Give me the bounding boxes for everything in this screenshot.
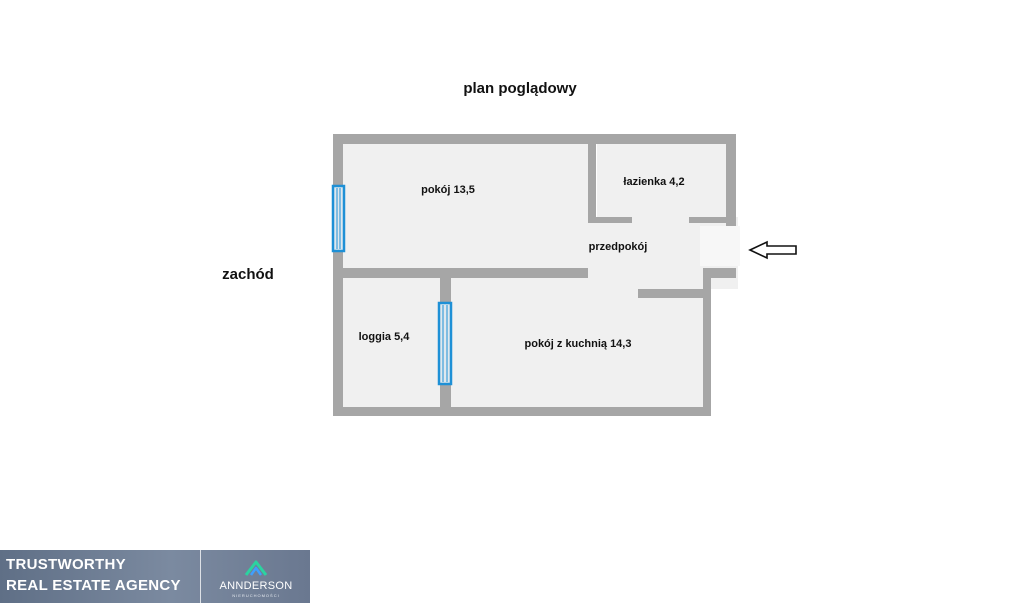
room-label-loggia: loggia 5,4: [359, 331, 411, 343]
brand-name: ANNDERSON: [219, 580, 293, 592]
banner-divider: [200, 550, 201, 603]
floor-loggia: [343, 278, 440, 407]
room-label-lazienka: łazienka 4,2: [623, 176, 684, 188]
banner-line-1: TRUSTWORTHY: [6, 556, 126, 573]
room-label-pokoj-kuchnia: pokój z kuchnią 14,3: [525, 338, 632, 350]
room-label-pokoj: pokój 13,5: [421, 184, 475, 196]
entrance-arrow-icon: [748, 240, 797, 260]
banner-line-2: REAL ESTATE AGENCY: [6, 577, 181, 594]
floor-pokoj-kuchnia: [451, 278, 703, 407]
anderson-logo: ANNDERSON NIERUCHOMOŚCI: [206, 556, 306, 600]
direction-label-west: zachód: [222, 266, 274, 283]
agency-banner: TRUSTWORTHY REAL ESTATE AGENCY ANNDERSON…: [0, 550, 310, 603]
entrance-opening: [700, 226, 740, 266]
plan-title: plan poglądowy: [463, 80, 577, 97]
brand-subtitle: NIERUCHOMOŚCI: [232, 593, 280, 598]
room-label-przedpokoj: przedpokój: [589, 241, 648, 253]
floor-pokoj: [343, 144, 588, 268]
window-pokoj: [331, 184, 346, 253]
floor-lazienka: [597, 144, 726, 217]
anderson-logo-icon: [244, 560, 268, 576]
window-pokoj-kuchnia: [437, 301, 453, 386]
